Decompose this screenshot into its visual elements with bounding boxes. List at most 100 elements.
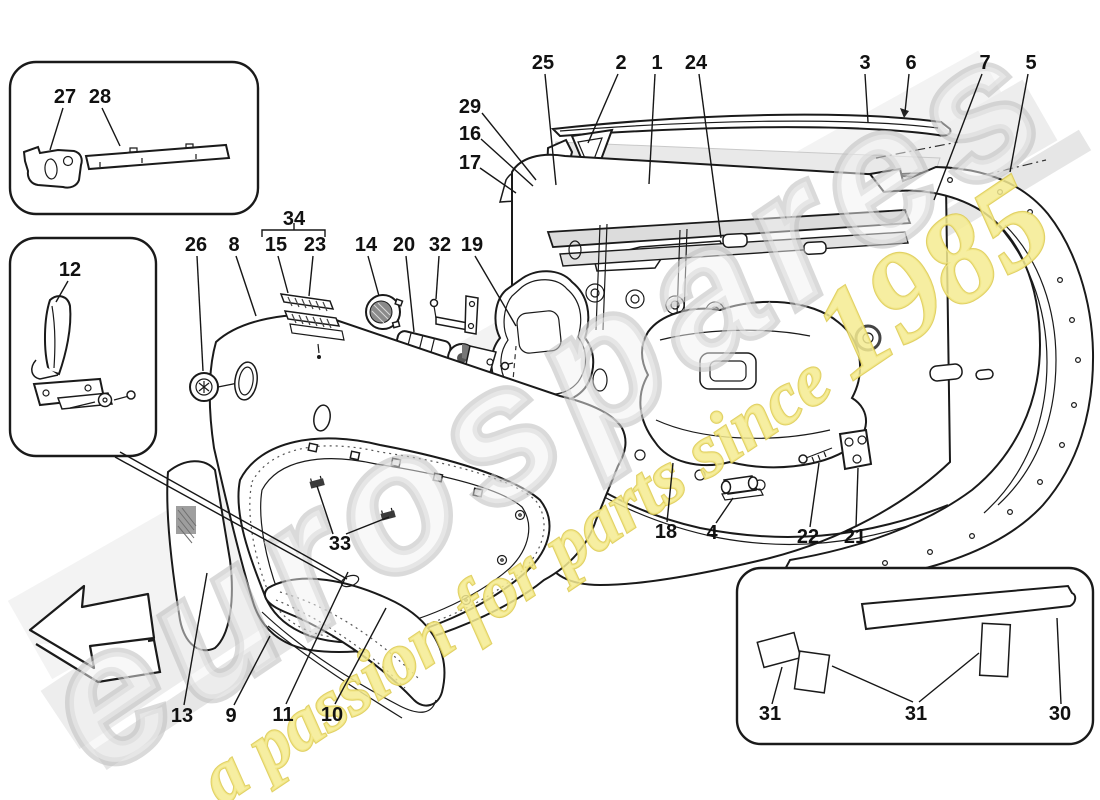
sound-panel-18 <box>639 300 867 469</box>
part-label-1-5: 1 <box>651 52 662 74</box>
leader-line-39 <box>114 456 345 584</box>
part-label-28-1: 28 <box>89 86 111 108</box>
handle-recess <box>929 363 963 382</box>
part-label-22-25: 22 <box>797 526 819 548</box>
leader-line-8 <box>904 73 910 113</box>
vent-15 <box>279 293 335 312</box>
part-label-33-27: 33 <box>329 533 351 555</box>
part-label-8-16: 8 <box>228 234 239 256</box>
small-oval-hole <box>313 404 331 432</box>
part-label-12-2: 12 <box>59 259 81 281</box>
part-label-14-19: 14 <box>355 234 378 256</box>
part-label-9-29: 9 <box>225 705 236 727</box>
speaker-14 <box>365 294 404 330</box>
leader-line-6 <box>698 73 722 239</box>
leader-line-23 <box>715 497 734 524</box>
part-label-6-8: 6 <box>905 52 916 74</box>
part-30-strip <box>860 584 1077 631</box>
part-12-handle <box>31 295 136 410</box>
leader-line-3 <box>544 73 557 186</box>
window-trim-strip-3 <box>550 113 952 138</box>
leader-line-31 <box>334 607 387 705</box>
part-label-2-4: 2 <box>615 52 626 74</box>
bracket-21 <box>838 428 873 471</box>
part-label-31-33: 31 <box>905 703 927 725</box>
leader-line-26 <box>316 485 334 535</box>
leader-line-35 <box>1056 617 1062 705</box>
part-label-25-3: 25 <box>532 52 554 74</box>
leader-line-22 <box>666 462 674 523</box>
part-label-16-12: 16 <box>459 123 481 145</box>
leader-line-18 <box>367 255 380 297</box>
handle-part-4 <box>720 475 764 501</box>
part-28-strip <box>84 143 231 171</box>
leader-line-5 <box>648 73 656 185</box>
leader-line-19 <box>405 255 415 333</box>
leader-line-25 <box>855 467 859 528</box>
part-label-32-21: 32 <box>429 234 451 256</box>
part-label-34-14: 34 <box>283 208 306 230</box>
part-label-13-28: 13 <box>171 705 193 727</box>
clip-6 <box>900 108 909 118</box>
part-label-11-30: 11 <box>272 704 293 726</box>
leader-line-13 <box>479 167 517 194</box>
leader-line-7 <box>864 73 869 123</box>
part-27-bracket <box>22 145 83 189</box>
part-label-7-9: 7 <box>979 52 990 74</box>
leader-line-30 <box>285 571 349 705</box>
vent-slot <box>289 323 345 341</box>
leader-line-17 <box>308 255 314 297</box>
part-label-24-6: 24 <box>685 52 708 74</box>
part-label-19-22: 19 <box>461 234 483 256</box>
door-inner-assembly <box>312 108 1095 588</box>
leader-line-11 <box>481 112 537 181</box>
leader-line-9 <box>933 73 983 201</box>
part-label-10-31: 10 <box>321 704 343 726</box>
leader-line-15 <box>235 255 257 317</box>
part-label-17-13: 17 <box>459 152 481 174</box>
sill-bar <box>559 231 909 267</box>
leaders-layer <box>49 73 1062 706</box>
leader-line-21 <box>474 255 517 327</box>
leader-line-0 <box>49 107 64 151</box>
leader-line-27 <box>345 516 390 535</box>
leader-line-10 <box>1009 73 1029 173</box>
part-label-21-26: 21 <box>844 526 866 548</box>
direction-arrow <box>28 584 162 684</box>
leader-line-20 <box>435 255 440 300</box>
vent-23 <box>283 310 341 329</box>
inset-box-bottom-right <box>735 566 1095 746</box>
inset-box-left <box>8 236 158 458</box>
part-label-3-7: 3 <box>859 52 870 74</box>
part-label-20-20: 20 <box>393 234 415 256</box>
part-label-15-17: 15 <box>265 234 287 256</box>
part-label-29-11: 29 <box>459 96 481 118</box>
leader-line-24 <box>809 462 820 528</box>
part-label-23-18: 23 <box>304 234 326 256</box>
wedge-13 <box>166 460 233 652</box>
handle-bezel <box>340 574 360 588</box>
door-card-8 <box>166 293 627 719</box>
inset-box-top-left <box>8 60 260 216</box>
leader-line-14 <box>196 255 204 372</box>
screw-22 <box>798 447 833 464</box>
part-label-30-34: 30 <box>1049 703 1071 725</box>
leader-line-32 <box>771 666 783 705</box>
armrest <box>261 577 446 719</box>
bracket-32 <box>429 295 479 335</box>
part-label-4-24: 4 <box>706 522 718 544</box>
leader-line-38 <box>119 451 348 580</box>
part-label-27-0: 27 <box>54 86 76 108</box>
leader-line-29 <box>233 635 271 706</box>
part-label-5-10: 5 <box>1025 52 1036 74</box>
leader-line-28 <box>183 572 208 706</box>
card-tabs <box>307 442 484 498</box>
leader-line-33 <box>831 665 914 703</box>
leader-line-4 <box>587 73 619 144</box>
leader-line-2 <box>55 280 69 303</box>
leader-line-1 <box>101 107 121 147</box>
leader-line-34 <box>918 652 980 703</box>
leader-line-12 <box>480 138 534 187</box>
